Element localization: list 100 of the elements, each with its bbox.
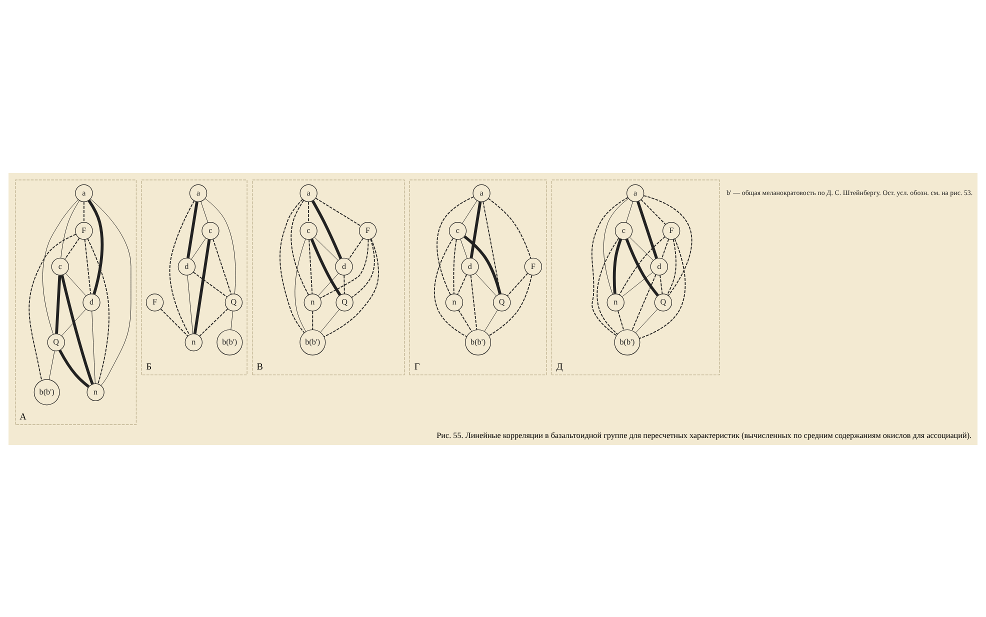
connector <box>344 274 345 294</box>
node-circle: d <box>178 257 196 275</box>
connector <box>666 238 676 295</box>
connector <box>308 238 313 294</box>
connector <box>592 196 628 336</box>
connector <box>488 274 532 336</box>
connector <box>186 201 198 258</box>
node-circle: F <box>146 293 164 311</box>
node-circle: a <box>300 184 318 202</box>
node-circle: c <box>614 222 633 240</box>
connector <box>169 200 195 335</box>
connector <box>596 237 620 334</box>
connector <box>622 272 653 296</box>
node-circle: b(b') <box>34 378 60 405</box>
connector <box>191 238 206 259</box>
connector <box>318 272 339 296</box>
connector <box>631 274 656 331</box>
connector <box>619 236 666 295</box>
connector <box>630 236 654 260</box>
connector <box>436 196 474 295</box>
node-circle: c <box>448 222 467 240</box>
node-circle: Q <box>336 293 354 311</box>
connector <box>320 308 340 332</box>
connector <box>200 200 208 222</box>
connector <box>308 200 310 222</box>
connector <box>470 274 478 330</box>
connector <box>28 233 76 380</box>
connector <box>618 310 624 330</box>
node-circle: n <box>606 293 624 311</box>
connector <box>470 201 482 258</box>
connector <box>640 198 666 224</box>
connector <box>66 272 86 296</box>
node-circle: c <box>51 257 69 275</box>
node-circle: b(b') <box>614 328 640 355</box>
node-circle: n <box>445 293 464 311</box>
node-circle: F <box>75 222 93 240</box>
connector <box>434 237 468 337</box>
node-circle: a <box>75 184 93 202</box>
connector <box>290 199 309 295</box>
connector <box>87 238 110 384</box>
connector <box>294 238 306 332</box>
node-circle: a <box>626 184 644 202</box>
connector <box>612 238 622 294</box>
connector <box>603 198 629 294</box>
node-circle: Q <box>224 293 243 311</box>
connector <box>488 198 532 258</box>
connector <box>84 238 92 294</box>
connector <box>199 308 228 336</box>
connector <box>48 350 55 380</box>
connector <box>187 274 194 334</box>
connector <box>324 238 379 337</box>
connector <box>280 198 305 333</box>
connector <box>60 200 80 258</box>
connector <box>484 309 498 332</box>
connector <box>192 271 228 297</box>
node-circle: c <box>202 222 220 240</box>
connector <box>230 310 234 330</box>
node-circle: b(b') <box>300 328 326 355</box>
caption: Рис. 55. Линейные корреляции в базальтоидной группе для пересчетных характеристик (вычисленных по средним содержаниям окислов для ассоциаций). <box>436 430 972 440</box>
connector <box>457 274 467 294</box>
connector <box>61 308 86 336</box>
connector <box>60 274 94 384</box>
connector <box>320 238 369 298</box>
connector <box>160 308 188 336</box>
node-circle: d <box>82 293 100 311</box>
node-circle: n <box>86 382 104 401</box>
connector <box>312 310 314 330</box>
connector <box>310 238 342 296</box>
connector <box>643 194 692 296</box>
connector <box>204 198 236 294</box>
connector <box>83 200 84 222</box>
connector <box>506 272 528 296</box>
connector <box>212 238 232 294</box>
node-circle: d <box>650 257 668 275</box>
connector <box>636 200 658 258</box>
connector <box>58 349 90 388</box>
connector <box>475 272 496 296</box>
connector <box>462 200 478 224</box>
node-circle: Q <box>493 293 511 311</box>
connector <box>314 236 338 260</box>
node-circle: n <box>304 293 322 311</box>
node-circle: a <box>189 184 208 202</box>
connector <box>348 237 364 260</box>
connector <box>55 274 62 334</box>
connector <box>42 199 78 334</box>
connector <box>638 238 686 338</box>
node-circle: F <box>662 222 680 240</box>
connector <box>464 234 502 294</box>
connector <box>635 308 658 333</box>
connector <box>460 238 468 258</box>
connector <box>625 238 660 296</box>
node-circle: F <box>358 222 377 240</box>
connector <box>90 198 132 386</box>
node-circle: Q <box>654 293 672 311</box>
connector <box>64 237 80 260</box>
node-circle: Q <box>47 333 65 351</box>
node-circle: b(b') <box>216 328 243 355</box>
connector <box>315 197 362 226</box>
connector <box>193 238 211 334</box>
connector <box>311 200 342 259</box>
